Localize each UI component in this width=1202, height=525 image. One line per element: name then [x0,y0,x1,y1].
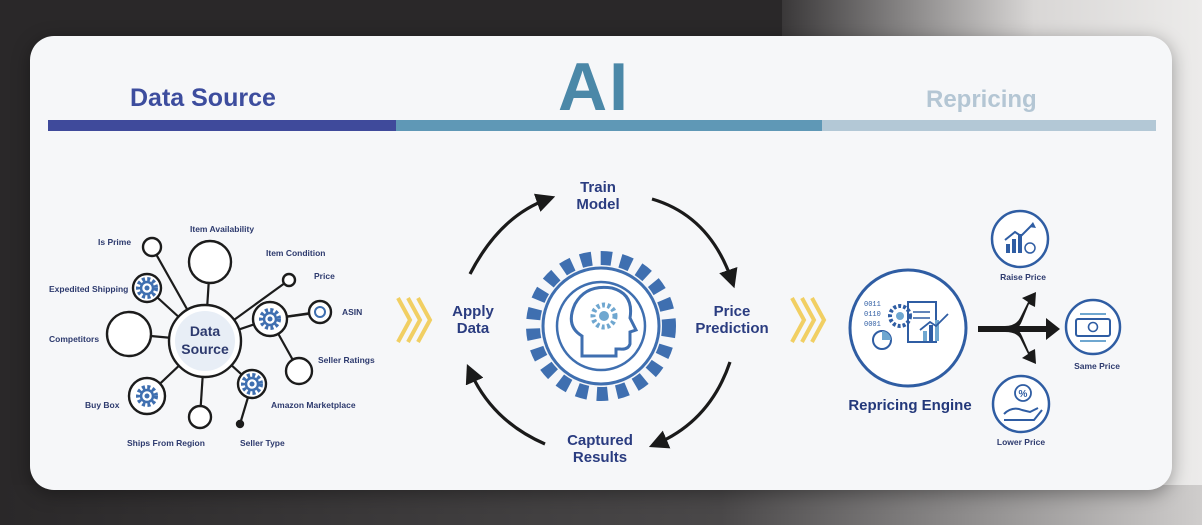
bar-data-source [48,120,396,131]
label-model: Model [576,196,619,213]
label-seller-ratings: Seller Ratings [318,355,375,365]
label-item-condition: Item Condition [266,248,326,258]
label-apply: Apply [452,303,494,320]
code-line-1: 0011 [864,301,881,309]
label-competitors: Competitors [49,334,99,344]
label-same-price: Same Price [1074,361,1120,371]
infographic-card: Data Source AI Repricing [30,36,1172,490]
label-data: Data [457,320,490,337]
label-price: Price [314,271,335,281]
label-raise-price: Raise Price [1000,272,1046,282]
bar-ai [396,120,822,131]
label-results: Results [573,449,627,466]
header-data-source: Data Source [130,84,276,112]
same-price-icon [1064,298,1122,356]
header-repricing: Repricing [926,86,1037,113]
label-buy-box: Buy Box [85,400,120,410]
split-arrow [978,292,1060,364]
chevron-arrow-icon [396,297,433,343]
brain-gear-icon [526,251,676,401]
label-price-pred-1: Price [714,303,751,320]
lower-price-icon: % [991,374,1051,434]
label-price-pred-2: Prediction [695,320,768,337]
background-bottom [0,485,1202,525]
bar-repricing [822,120,1156,131]
chevron-arrow-icon-2 [790,297,827,343]
label-ships-from-region: Ships From Region [127,438,205,448]
code-line-3: 0001 [864,321,881,329]
label-captured: Captured [567,432,633,449]
raise-price-icon [990,209,1050,269]
repricing-engine-icon: 0011 0110 0001 [848,268,968,388]
code-line-2: 0110 [864,311,881,319]
label-repricing-engine: Repricing Engine [848,397,971,414]
network-gears [136,277,326,407]
label-amazon-marketplace: Amazon Marketplace [271,400,356,410]
svg-text:%: % [1019,389,1028,400]
label-item-availability: Item Availability [190,224,254,234]
header-ai: AI [558,49,630,125]
hub-label-line2: Source [181,341,229,357]
diagram-canvas: Data Source Is Prime Item Availability I… [49,179,1122,466]
label-expedited-shipping: Expedited Shipping [49,284,128,294]
label-train: Train [580,179,616,196]
label-lower-price: Lower Price [997,437,1045,447]
cycle-arrows [465,193,738,449]
label-seller-type: Seller Type [240,438,285,448]
label-is-prime: Is Prime [98,237,131,247]
hub-label-line1: Data [190,323,221,339]
label-asin: ASIN [342,307,362,317]
